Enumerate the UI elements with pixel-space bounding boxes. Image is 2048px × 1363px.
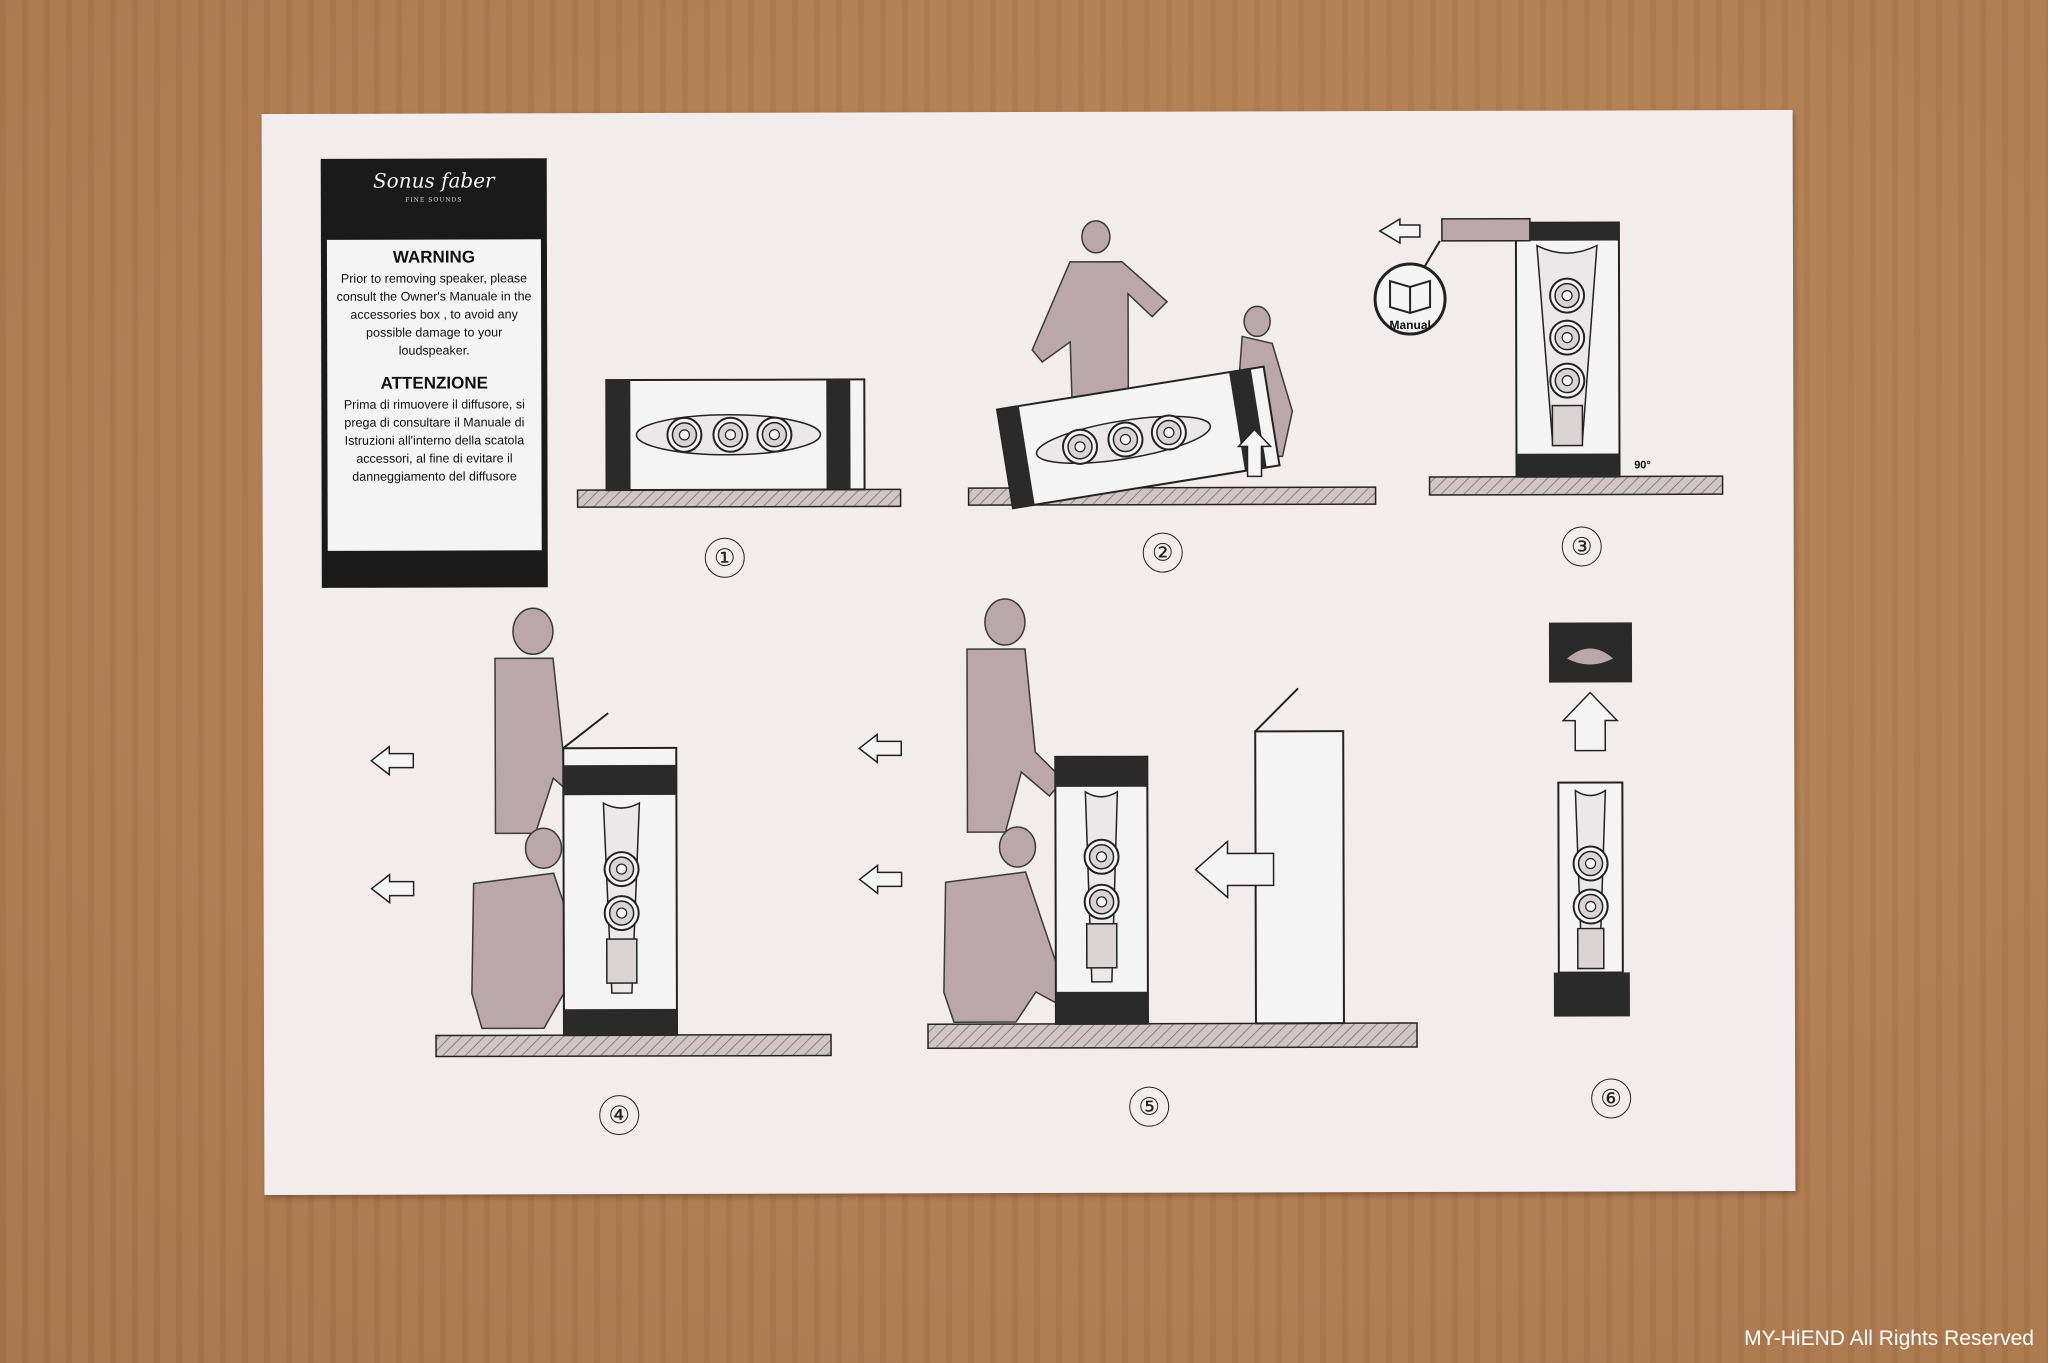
instruction-illustrations: Manual 90° — [370, 217, 1724, 1058]
step-number-6: ⑥ — [1591, 1078, 1632, 1119]
step-1-illustration — [576, 378, 902, 508]
step-5-illustration — [858, 598, 1418, 1050]
instruction-sheet: Sonus faber FINE SOUNDS WARNING Prior to… — [261, 109, 1796, 1196]
step-number-5: ⑤ — [1129, 1086, 1170, 1127]
step-6-illustration — [1548, 622, 1633, 1017]
manual-label: Manual — [1389, 318, 1430, 332]
step-4-illustration — [370, 607, 832, 1058]
step-number-4: ④ — [599, 1095, 640, 1136]
step-3-illustration — [1373, 217, 1724, 496]
step-number-3: ③ — [1561, 526, 1602, 567]
step-2-illustration — [967, 220, 1377, 510]
angle-label: 90° — [1634, 459, 1651, 471]
step-number-1: ① — [704, 537, 745, 578]
watermark: MY-HiEND All Rights Reserved — [1744, 1327, 2034, 1350]
step-number-2: ② — [1142, 532, 1183, 573]
